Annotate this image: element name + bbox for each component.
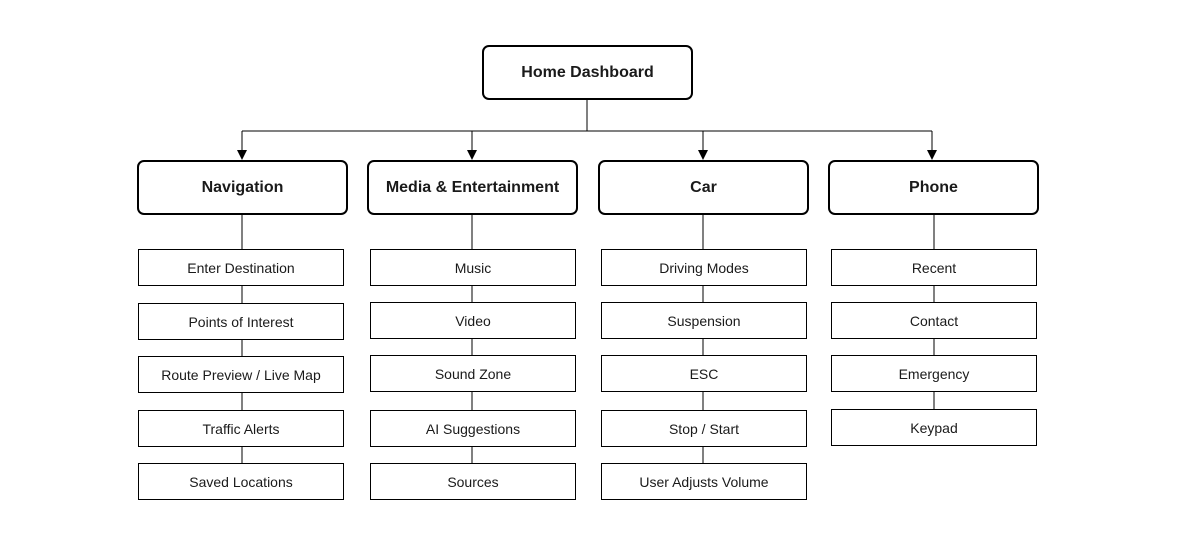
navigation-item: Route Preview / Live Map [138,356,344,393]
category-phone: Phone [828,160,1039,215]
navigation-item: Traffic Alerts [138,410,344,447]
item-label: Contact [909,312,959,329]
navigation-item: Points of Interest [138,303,344,340]
item-label: AI Suggestions [425,420,521,437]
category-label: Phone [909,178,958,196]
car-item: Driving Modes [601,249,807,286]
category-label: Navigation [201,178,284,196]
media-item: Sources [370,463,576,500]
category-car: Car [598,160,809,215]
category-label: Car [690,178,717,196]
item-label: Saved Locations [189,473,293,490]
car-item: User Adjusts Volume [601,463,807,500]
car-item: Suspension [601,302,807,339]
navigation-item: Enter Destination [138,249,344,286]
root-node: Home Dashboard [482,45,693,100]
car-item: ESC [601,355,807,392]
item-label: Sources [447,473,499,490]
phone-item: Contact [831,302,1037,339]
item-label: Sound Zone [434,365,512,382]
item-label: Points of Interest [188,313,294,330]
phone-item: Emergency [831,355,1037,392]
item-label: Enter Destination [187,259,295,276]
item-label: Stop / Start [668,420,740,437]
item-label: Traffic Alerts [202,420,280,437]
item-label: Driving Modes [659,259,749,276]
media-item: Sound Zone [370,355,576,392]
car-item: Stop / Start [601,410,807,447]
item-label: ESC [689,365,719,382]
category-navigation: Navigation [137,160,348,215]
item-label: Emergency [898,365,970,382]
phone-item: Keypad [831,409,1037,446]
navigation-item: Saved Locations [138,463,344,500]
item-label: Recent [911,259,957,276]
phone-item: Recent [831,249,1037,286]
category-media-entertainment: Media & Entertainment [367,160,578,215]
item-label: Suspension [667,312,741,329]
item-label: Keypad [910,419,958,436]
item-label: Video [455,312,491,329]
category-label: Media & Entertainment [385,178,560,196]
media-item: AI Suggestions [370,410,576,447]
item-label: Route Preview / Live Map [161,366,321,383]
item-label: User Adjusts Volume [639,473,769,490]
item-label: Music [454,259,492,276]
media-item: Video [370,302,576,339]
root-label: Home Dashboard [521,63,654,81]
media-item: Music [370,249,576,286]
